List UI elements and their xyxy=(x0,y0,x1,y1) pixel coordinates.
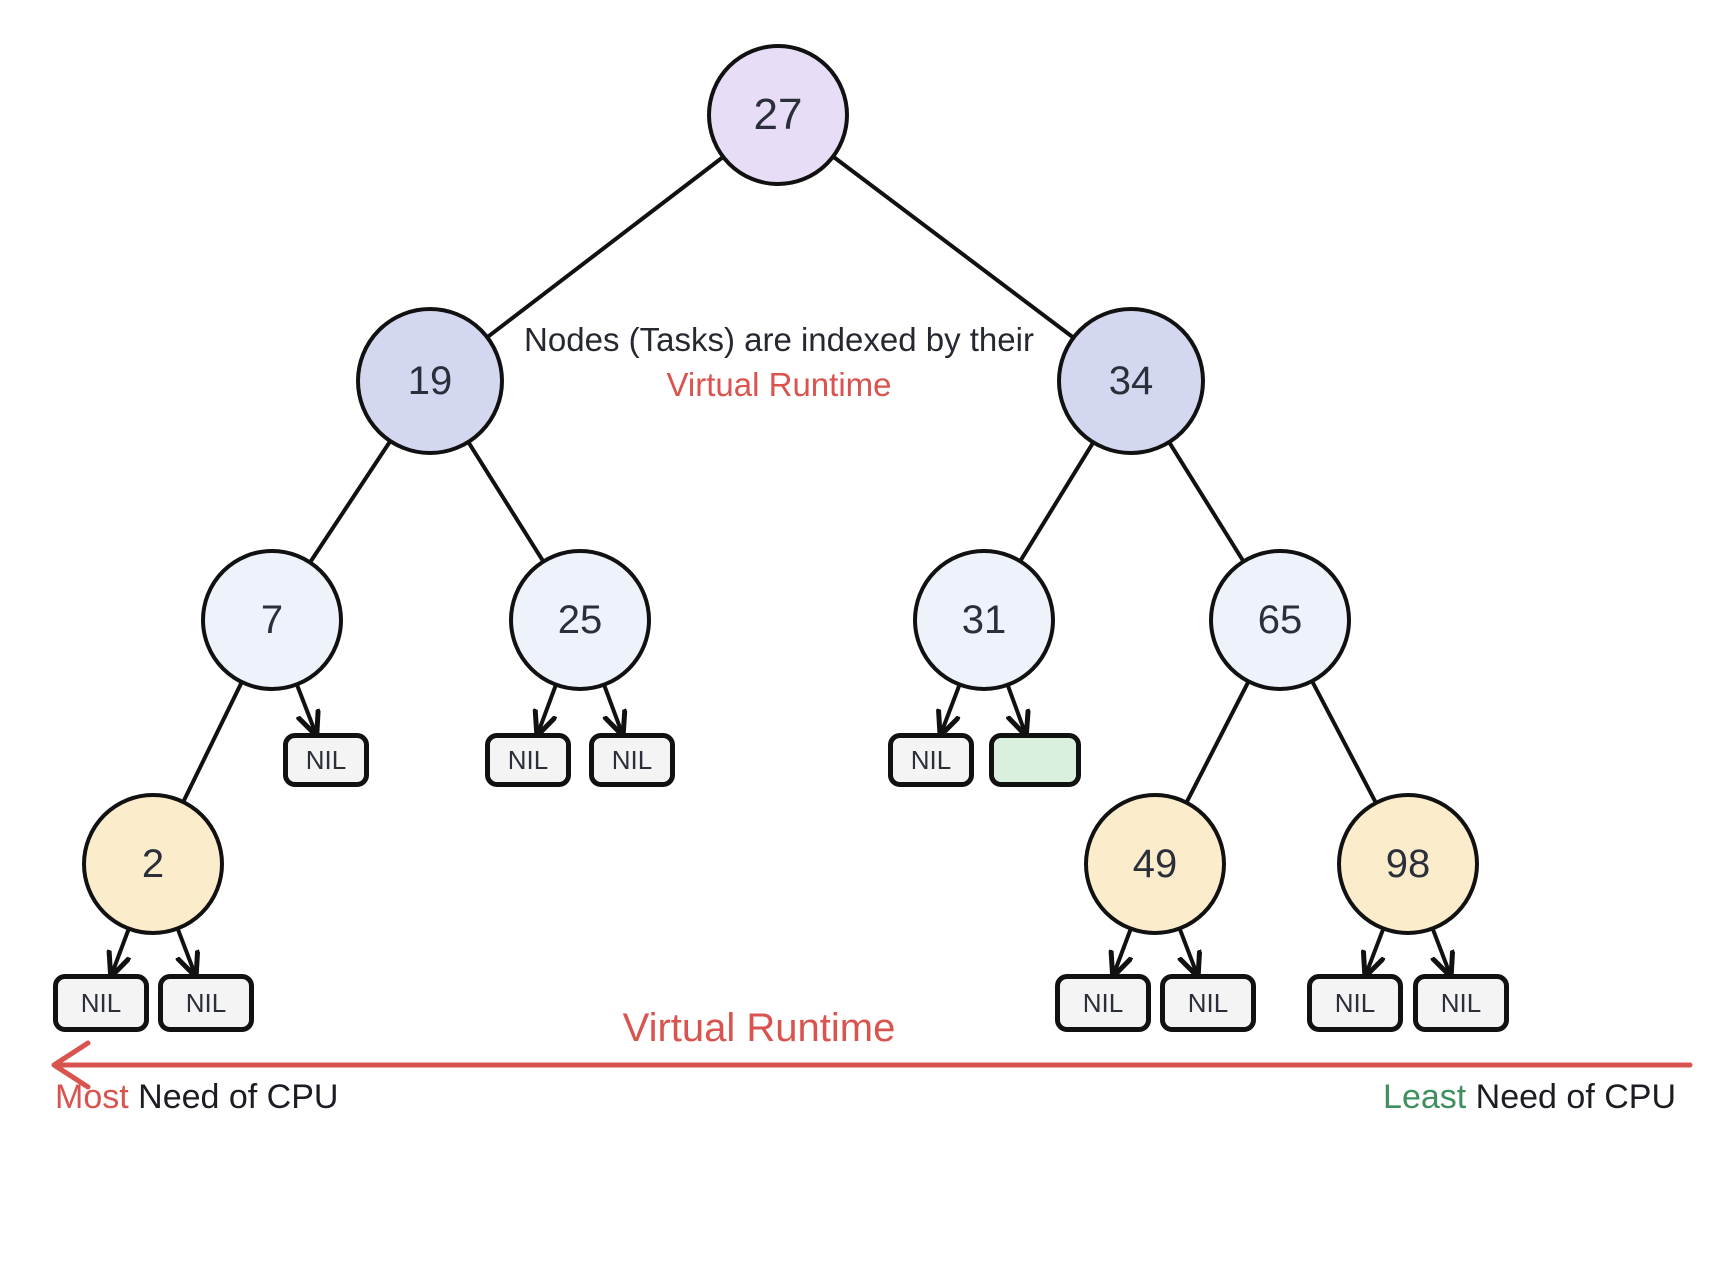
axis-label-right-highlight: Least xyxy=(1383,1078,1467,1116)
nil-leaf-box[interactable]: NIL xyxy=(485,733,571,787)
caption-block: Nodes (Tasks) are indexed by their Virtu… xyxy=(519,318,1039,407)
nil-leaf-box[interactable]: NIL xyxy=(589,733,675,787)
tree-node-27[interactable]: 27 xyxy=(707,44,849,186)
tree-node-25[interactable]: 25 xyxy=(509,549,651,691)
tree-edge xyxy=(182,681,243,803)
axis-title: Virtual Runtime xyxy=(559,1006,959,1051)
tree-edge xyxy=(1168,441,1245,562)
nil-leaf-box[interactable]: NIL xyxy=(888,733,974,787)
caption-line-2: Virtual Runtime xyxy=(666,365,892,403)
leaf-label: NIL xyxy=(1440,987,1482,1018)
tree-edge xyxy=(1008,684,1025,733)
tree-edge xyxy=(1019,442,1095,562)
tree-node-label: 49 xyxy=(1132,842,1178,886)
tree-edge xyxy=(1310,680,1378,804)
tree-node-19[interactable]: 19 xyxy=(356,307,504,455)
tree-edge xyxy=(1185,681,1250,803)
nil-leaf-box[interactable]: NIL xyxy=(1307,974,1403,1032)
tree-node-label: 19 xyxy=(407,359,453,403)
axis-label-left-rest: Need of CPU xyxy=(128,1078,339,1116)
tree-edge xyxy=(178,928,195,974)
tree-node-label: 25 xyxy=(557,598,603,642)
nil-leaf-box[interactable]: NIL xyxy=(1160,974,1256,1032)
axis-label-left: Most Need of CPU xyxy=(55,1078,338,1117)
tree-node-label: 2 xyxy=(141,842,165,886)
tree-node-label: 31 xyxy=(961,598,1007,642)
tree-edge xyxy=(602,684,622,733)
tree-node-65[interactable]: 65 xyxy=(1209,549,1351,691)
tree-node-label: 98 xyxy=(1385,842,1431,886)
tree-edge xyxy=(1114,928,1130,974)
axis-title-text: Virtual Runtime xyxy=(622,1006,896,1050)
tree-edge xyxy=(112,928,128,974)
tree-node-31[interactable]: 31 xyxy=(913,549,1055,691)
nil-leaf-box[interactable]: NIL xyxy=(158,974,254,1032)
tree-node-98[interactable]: 98 xyxy=(1337,793,1479,935)
axis-label-right: Least Need of CPU xyxy=(1383,1078,1676,1117)
tree-edge xyxy=(1366,928,1383,974)
tree-edge xyxy=(309,440,392,563)
tree-edge xyxy=(941,684,961,733)
tree-edge xyxy=(486,156,724,339)
tree-node-34[interactable]: 34 xyxy=(1057,307,1205,455)
caption-line-1: Nodes (Tasks) are indexed by their xyxy=(524,321,1034,358)
axis-label-right-rest: Need of CPU xyxy=(1466,1078,1676,1116)
leaf-label: NIL xyxy=(1082,987,1124,1018)
tree-node-7[interactable]: 7 xyxy=(201,549,343,691)
leaf-label: NIL xyxy=(80,987,122,1018)
leaf-label: NIL xyxy=(1334,987,1376,1018)
nil-leaf-box[interactable]: NIL xyxy=(1413,974,1509,1032)
tree-edge xyxy=(1180,928,1197,974)
tree-node-label: 65 xyxy=(1257,598,1303,642)
tree-node-label: 34 xyxy=(1108,359,1154,403)
leaf-label: NIL xyxy=(185,987,227,1018)
tree-node-label: 7 xyxy=(260,598,284,642)
tree-edge xyxy=(538,684,558,733)
nil-leaf-box[interactable]: NIL xyxy=(1055,974,1151,1032)
leaf-label: NIL xyxy=(1187,987,1229,1018)
leaf-label: NIL xyxy=(305,744,347,775)
nil-leaf-box[interactable]: NIL xyxy=(53,974,149,1032)
leaf-label: NIL xyxy=(910,744,952,775)
leaf-label: NIL xyxy=(611,744,653,775)
tree-edge xyxy=(832,155,1074,339)
leaf-label: NIL xyxy=(507,744,549,775)
tree-node-label: 27 xyxy=(753,90,803,139)
tree-node-49[interactable]: 49 xyxy=(1084,793,1226,935)
tree-edge xyxy=(467,441,545,562)
tree-node-2[interactable]: 2 xyxy=(82,793,224,935)
nil-leaf-box[interactable]: NIL xyxy=(283,733,369,787)
axis-label-left-highlight: Most xyxy=(55,1078,129,1116)
tree-edge xyxy=(295,684,316,733)
tree-edge xyxy=(1433,928,1450,974)
empty-leaf-box[interactable] xyxy=(989,733,1081,787)
